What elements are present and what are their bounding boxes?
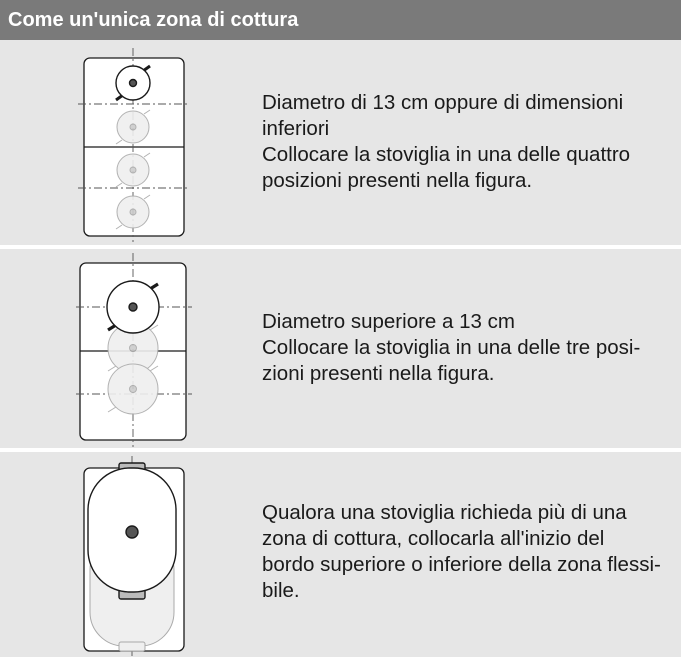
row-1-line-2: Collocare la stoviglia in una delle quat… (262, 143, 631, 192)
row-3-text: Qualora una stoviglia richieda più di un… (262, 500, 672, 604)
instruction-row-small-pot: Diametro di 13 cm oppure di dimensioni i… (0, 40, 681, 245)
row-2-text: Diametro superiore a 13 cm Collocare la … (262, 309, 672, 387)
medium-pot-three-positions-icon (76, 253, 192, 447)
row-divider (0, 245, 681, 249)
row-3-line-1: Qualora una stoviglia richieda più di un… (262, 501, 661, 602)
small-pot-four-positions-icon (78, 48, 190, 242)
row-2-line-1: Diametro superiore a 13 cm (262, 310, 515, 333)
instruction-row-large-pan: Qualora una stoviglia richieda più di un… (0, 452, 681, 657)
large-oval-pan-positions-icon (83, 456, 185, 656)
section-header: Come un'unica zona di cottura (0, 0, 681, 40)
section-title: Come un'unica zona di cottura (8, 9, 299, 31)
row-2-line-2: Collocare la stoviglia in una delle tre … (262, 336, 641, 385)
row-1-line-1: Diametro di 13 cm oppure di dimensioni i… (262, 91, 624, 140)
instruction-row-medium-pot: Diametro superiore a 13 cm Collocare la … (0, 249, 681, 448)
row-1-text: Diametro di 13 cm oppure di dimensioni i… (262, 90, 672, 194)
row-divider (0, 448, 681, 452)
